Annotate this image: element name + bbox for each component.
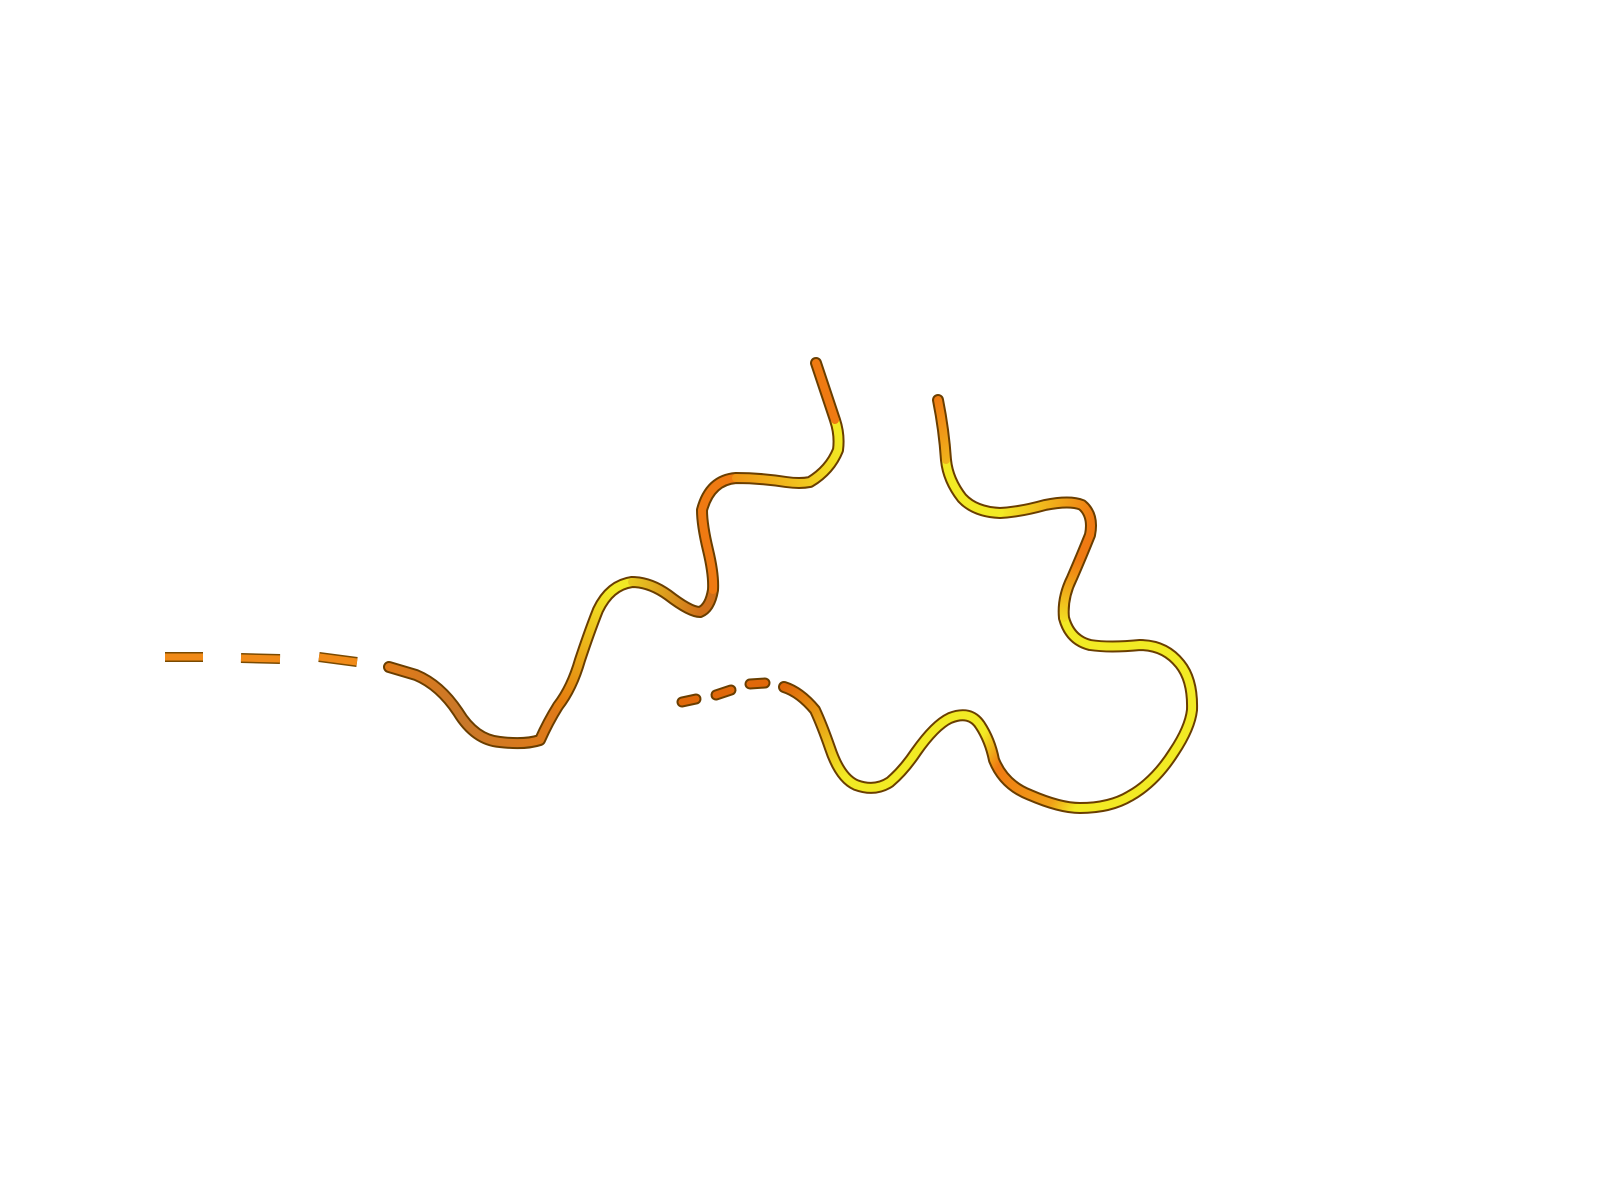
left-chain: [383, 357, 845, 750]
middle-gap-dashes: [676, 677, 771, 708]
right-chain: [778, 394, 1199, 814]
left-gap-dashes: [165, 652, 358, 667]
